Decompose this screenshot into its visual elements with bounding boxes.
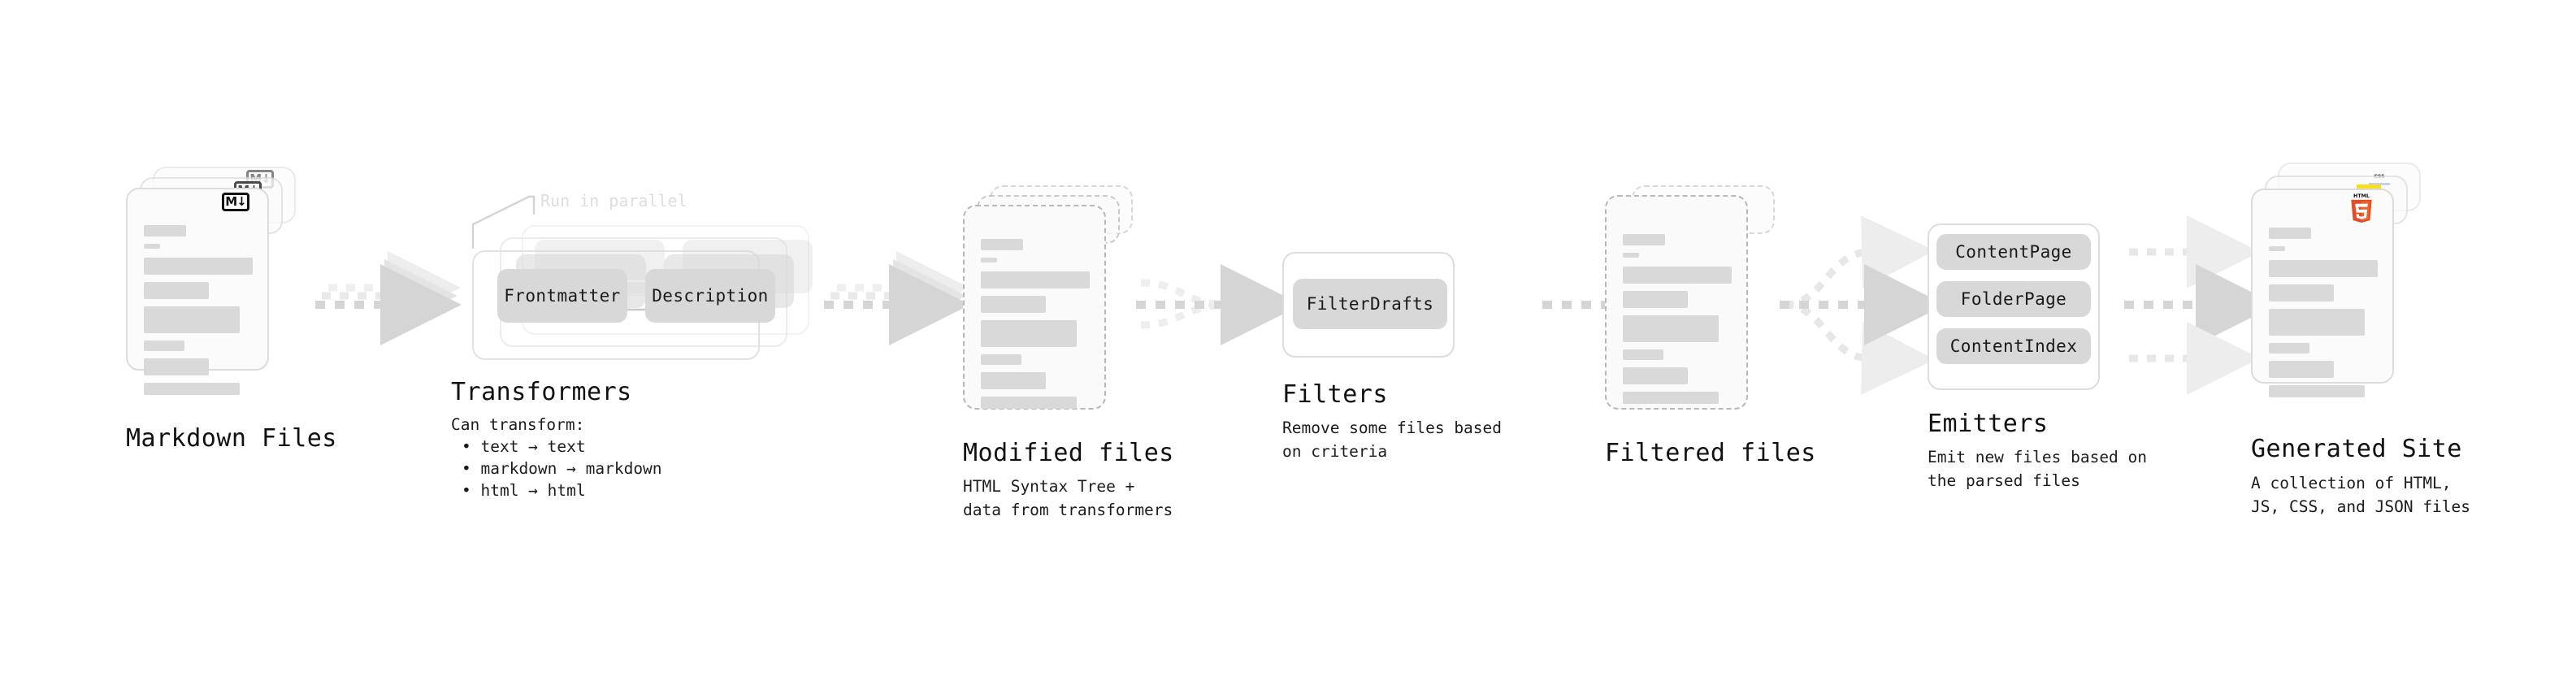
arrow-emitters-to-site [2124,215,2277,395]
modified-files-subtext: HTML Syntax Tree + data from transformer… [963,477,1173,519]
content-bar [1623,234,1665,245]
content-bar [144,340,184,351]
markdown-file-card-front[interactable] [126,188,269,371]
markdown-files-heading: Markdown Files [126,424,337,453]
content-bar [1623,253,1639,258]
filters-subtext: Remove some files based on criteria [1282,419,1503,461]
svg-text:HTML: HTML [2353,193,2370,199]
markdown-badge-front: M↓ [222,193,249,211]
modified-files-heading: Modified files [963,439,1174,467]
modified-file-content [981,239,1090,416]
emitters-pill-contentindex-label: ContentIndex [1949,336,2078,356]
content-bar [2269,246,2285,251]
transformers-bullet-0: • text → text [462,437,586,456]
generated-site-heading: Generated Site [2251,435,2462,463]
content-bar [981,296,1046,313]
content-bar [1623,367,1688,384]
markdown-file-content [144,225,253,402]
content-bar [981,320,1077,347]
content-bar [144,358,209,375]
content-bar [144,306,240,333]
transformers-heading: Transformers [451,378,632,406]
content-bar [1623,291,1688,308]
content-bar [1623,349,1663,360]
emitters-pill-folderpage[interactable]: FolderPage [1936,281,2091,317]
generated-site-subtext: A collection of HTML, JS, CSS, and JSON … [2251,474,2471,516]
arrow-transformers-to-modified [824,251,970,345]
content-bar [144,282,209,299]
content-bar [144,258,253,275]
arrow-markdown-to-transformers [315,251,462,345]
transformer-pill-frontmatter[interactable]: Frontmatter [497,269,627,323]
content-bar [2269,284,2334,301]
content-bar [2269,343,2309,354]
content-bar [981,354,1021,365]
filtered-file-content [1623,234,1732,411]
content-bar [2269,260,2378,277]
content-bar [981,239,1023,250]
transformer-pill-description-label: Description [652,286,769,306]
content-bar [1623,267,1732,284]
transformers-subtext: Can transform: [451,415,585,434]
filters-pill-filterdrafts-label: FilterDrafts [1306,294,1434,314]
transformers-bullet-1: • markdown → markdown [462,459,662,478]
arrow-modified-to-filters [1136,264,1302,345]
content-bar [981,372,1046,389]
emitters-pill-contentpage-label: ContentPage [1955,242,2072,262]
emitters-heading: Emitters [1928,410,2049,438]
content-bar [144,244,160,249]
html5-logo-icon: HTML [2351,193,2372,223]
content-bar [2269,385,2365,397]
site-file-content [2269,228,2378,405]
transformer-pill-description[interactable]: Description [645,269,775,323]
content-bar [981,271,1090,288]
arrow-filtered-to-emitters [1780,215,1945,395]
transformers-bullet-2: • html → html [462,481,586,500]
content-bar [1623,315,1719,342]
content-bar [2269,228,2311,239]
emitters-pill-contentindex[interactable]: ContentIndex [1936,328,2091,364]
emitters-pill-contentpage[interactable]: ContentPage [1936,234,2091,270]
emitters-subtext: Emit new files based on the parsed files [1928,448,2148,490]
run-in-parallel-label: Run in parallel [540,191,687,210]
transformer-pill-frontmatter-label: Frontmatter [504,286,621,306]
content-bar [2269,309,2365,336]
run-in-parallel-bracket [471,195,536,249]
content-bar [1623,392,1719,404]
content-bar [2269,361,2334,378]
filters-heading: Filters [1282,380,1388,409]
filtered-files-heading: Filtered files [1605,439,1816,467]
content-bar [144,383,240,395]
content-bar [144,225,186,236]
emitters-pill-folderpage-label: FolderPage [1960,289,2067,309]
content-bar [981,397,1077,409]
filters-pill-filterdrafts[interactable]: FilterDrafts [1293,279,1447,329]
content-bar [981,258,997,262]
html5-badge: HTML [2348,192,2375,223]
